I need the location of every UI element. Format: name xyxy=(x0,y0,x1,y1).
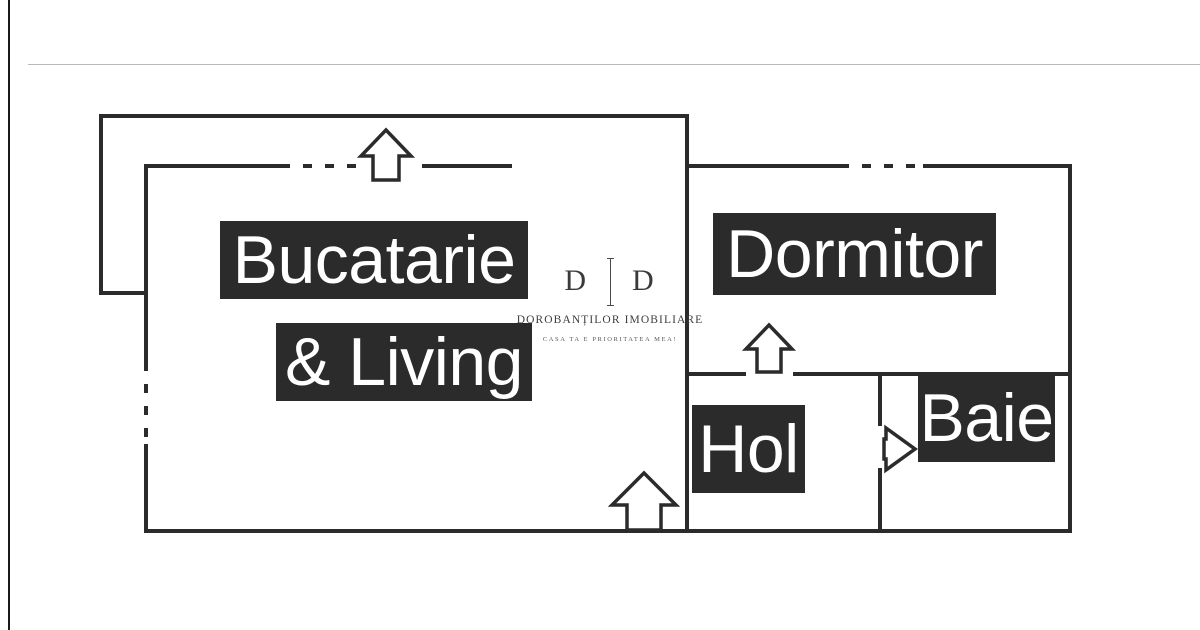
page-edge-line xyxy=(8,0,10,630)
arrow-right-baie-icon xyxy=(882,424,918,474)
room-label-living-text: & Living xyxy=(285,324,523,400)
room-label-dormitor: Dormitor xyxy=(713,213,996,295)
arrow-up-entrance-icon xyxy=(607,470,681,532)
room-label-baie: Baie xyxy=(918,374,1055,462)
wall-balcony-left xyxy=(99,114,148,295)
room-label-baie-text: Baie xyxy=(919,380,1054,456)
room-label-bucatarie-text: Bucatarie xyxy=(232,222,516,298)
wall-group-balcony xyxy=(99,114,689,295)
arrow-up-balcony-icon xyxy=(356,127,416,182)
arrow-up-dormitor-icon xyxy=(741,322,797,374)
page-horizontal-rule xyxy=(28,64,1200,65)
wall-group-main xyxy=(144,164,1072,533)
room-label-dormitor-text: Dormitor xyxy=(726,216,983,292)
room-label-hol-text: Hol xyxy=(698,411,799,487)
window-group xyxy=(144,164,928,444)
room-label-bucatarie: Bucatarie xyxy=(220,221,528,299)
room-label-hol: Hol xyxy=(692,405,805,493)
room-label-living: & Living xyxy=(276,323,532,401)
